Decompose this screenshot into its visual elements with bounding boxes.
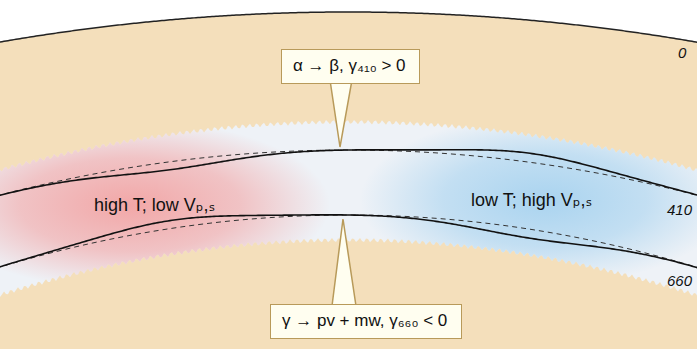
depth-label: 410 [667,200,692,220]
callout-tail [330,80,352,147]
callout-box: γ → pv + mw, γ₆₆₀ < 0 [270,304,462,339]
depth-label: 660 [667,271,692,291]
callout-text: α → β, γ₄₁₀ > 0 [293,56,408,76]
depth-label: 0 [678,43,686,63]
410-discontinuity [0,150,697,197]
410-reference [0,150,697,197]
callout-box: α → β, γ₄₁₀ > 0 [281,49,420,84]
surface-line [0,12,697,43]
callout-tail [332,219,356,306]
region-label: low T; high Vₚ,ₛ [471,190,592,210]
cold-region [360,115,697,285]
hot-region [0,120,330,290]
callout-text: γ → pv + mw, γ₆₆₀ < 0 [282,311,450,331]
region-label: high T; low Vₚ,ₛ [94,195,215,215]
